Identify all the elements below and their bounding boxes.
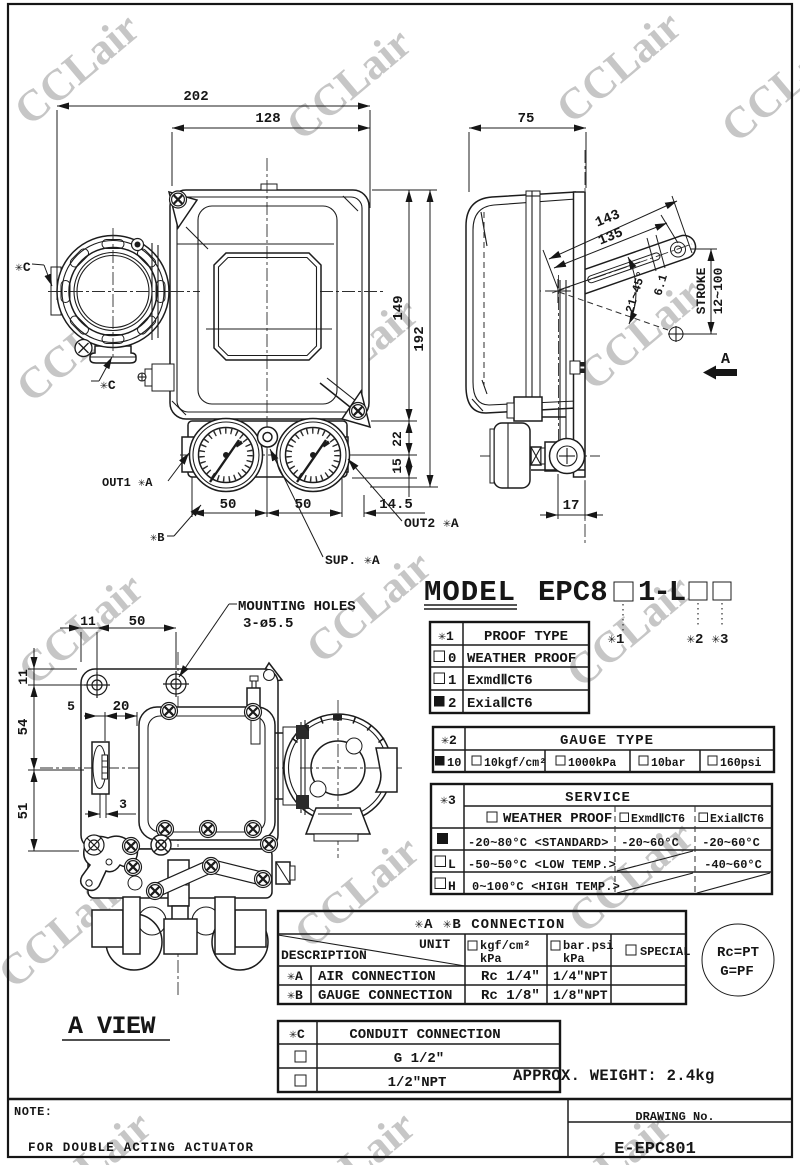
svg-text:GAUGE CONNECTION: GAUGE CONNECTION [318, 988, 452, 1004]
svg-text:-50~50°C <LOW TEMP.>: -50~50°C <LOW TEMP.> [468, 858, 616, 872]
svg-text:✳1: ✳1 [438, 629, 454, 644]
svg-text:✳A: ✳A [287, 969, 303, 984]
svg-text:AIR CONNECTION: AIR CONNECTION [318, 969, 436, 985]
svg-text:6.1: 6.1 [651, 273, 671, 298]
svg-text:✳A ✳B CONNECTION: ✳A ✳B CONNECTION [415, 917, 565, 933]
svg-text:✳3: ✳3 [440, 793, 456, 808]
svg-text:APPROX. WEIGHT: 2.4kg: APPROX. WEIGHT: 2.4kg [513, 1067, 715, 1085]
svg-text:1000kPa: 1000kPa [568, 757, 616, 770]
svg-text:✳B: ✳B [150, 531, 164, 545]
svg-text:PROOF TYPE: PROOF TYPE [484, 629, 568, 645]
svg-text:OUT2 ✳A: OUT2 ✳A [404, 516, 459, 531]
svg-text:160psi: 160psi [720, 757, 762, 770]
svg-text:✳C: ✳C [100, 378, 116, 393]
svg-text:G=PF: G=PF [720, 964, 754, 980]
svg-text:10kgf/cm²: 10kgf/cm² [484, 757, 546, 770]
svg-text:✳C: ✳C [15, 260, 31, 275]
svg-text:-20~60°C: -20~60°C [702, 836, 760, 850]
svg-text:DRAWING No.: DRAWING No. [635, 1110, 714, 1124]
svg-text:✳C: ✳C [289, 1027, 305, 1042]
svg-text:A: A [721, 351, 730, 368]
svg-text:1/8"NPT: 1/8"NPT [553, 988, 608, 1003]
svg-text:EPC8: EPC8 [538, 576, 608, 609]
svg-text:Rc=PT: Rc=PT [717, 945, 759, 961]
svg-text:50: 50 [220, 497, 237, 513]
svg-text:ExmdⅡCT6: ExmdⅡCT6 [631, 812, 685, 826]
svg-text:G 1/2": G 1/2" [394, 1051, 444, 1067]
svg-text:0~100°C <HIGH TEMP.>: 0~100°C <HIGH TEMP.> [472, 880, 620, 894]
svg-text:14.5: 14.5 [379, 497, 413, 513]
svg-text:✳2: ✳2 [687, 632, 704, 648]
svg-text:50: 50 [129, 614, 146, 630]
svg-text:CONDUIT CONNECTION: CONDUIT CONNECTION [349, 1027, 500, 1043]
svg-text:11: 11 [80, 614, 96, 629]
svg-text:15: 15 [390, 458, 405, 474]
svg-text:50: 50 [295, 497, 312, 513]
svg-text:H: H [448, 879, 456, 894]
svg-text:SPECIAL: SPECIAL [640, 945, 690, 959]
svg-text:22: 22 [390, 431, 405, 447]
svg-text:✳3: ✳3 [712, 632, 729, 648]
svg-text:17: 17 [563, 498, 580, 514]
svg-text:11: 11 [16, 669, 31, 685]
svg-text:bar.psi: bar.psi [563, 939, 613, 953]
svg-text:ExiaⅡCT6: ExiaⅡCT6 [467, 696, 533, 712]
svg-text:E-EPC801: E-EPC801 [614, 1140, 696, 1159]
svg-text:L: L [448, 857, 456, 872]
svg-text:10: 10 [447, 756, 461, 770]
svg-text:12~100: 12~100 [711, 267, 726, 314]
svg-text:SUP. ✳A: SUP. ✳A [325, 553, 380, 568]
svg-text:OUT1 ✳A: OUT1 ✳A [102, 476, 153, 490]
svg-text:kgf/cm²: kgf/cm² [480, 939, 530, 953]
svg-text:MOUNTING HOLES: MOUNTING HOLES [238, 599, 356, 615]
svg-text:128: 128 [255, 111, 280, 127]
svg-text:0: 0 [448, 651, 456, 667]
svg-text:Rc 1/8": Rc 1/8" [481, 988, 540, 1004]
svg-text:GAUGE TYPE: GAUGE TYPE [560, 733, 654, 749]
svg-text:3-ø5.5: 3-ø5.5 [243, 616, 293, 632]
svg-text:54: 54 [16, 719, 32, 736]
svg-text:kPa: kPa [480, 952, 502, 966]
svg-text:ExmdⅡCT6: ExmdⅡCT6 [467, 673, 533, 689]
svg-text:MODEL: MODEL [424, 576, 516, 609]
svg-text:75: 75 [518, 111, 535, 127]
svg-text:-20~60°C: -20~60°C [621, 836, 679, 850]
svg-text:✳1: ✳1 [608, 632, 625, 648]
svg-text:Rc 1/4": Rc 1/4" [481, 969, 540, 985]
svg-text:WEATHER PROOF: WEATHER PROOF [467, 651, 576, 667]
svg-text:FOR DOUBLE ACTING ACTUATOR: FOR DOUBLE ACTING ACTUATOR [28, 1141, 254, 1155]
svg-text:2: 2 [448, 696, 456, 712]
svg-text:NOTE:: NOTE: [14, 1105, 53, 1119]
svg-text:1: 1 [448, 673, 456, 689]
svg-text:✳2: ✳2 [441, 733, 457, 748]
svg-text:3: 3 [119, 797, 127, 812]
svg-text:-40~60°C: -40~60°C [704, 858, 762, 872]
svg-text:1/2"NPT: 1/2"NPT [388, 1075, 447, 1091]
svg-text:A VIEW: A VIEW [68, 1012, 156, 1041]
svg-text:149: 149 [391, 295, 407, 320]
svg-text:ExiaⅡCT6: ExiaⅡCT6 [710, 812, 764, 826]
svg-text:1-L: 1-L [638, 576, 685, 609]
svg-text:SERVICE: SERVICE [565, 790, 631, 806]
svg-text:UNIT: UNIT [419, 937, 450, 952]
svg-text:✳B: ✳B [287, 988, 303, 1003]
svg-text:1/4"NPT: 1/4"NPT [553, 969, 608, 984]
svg-text:10bar: 10bar [651, 757, 686, 770]
svg-text:DESCRIPTION: DESCRIPTION [281, 948, 367, 963]
svg-text:-20~80°C <STANDARD>: -20~80°C <STANDARD> [468, 836, 609, 850]
svg-text:kPa: kPa [563, 952, 585, 966]
svg-text:20: 20 [113, 699, 130, 715]
svg-text:202: 202 [183, 89, 208, 105]
svg-text:192: 192 [412, 326, 428, 351]
svg-text:STROKE: STROKE [694, 267, 709, 314]
svg-text:WEATHER PROOF: WEATHER PROOF [503, 811, 612, 827]
svg-text:51: 51 [16, 803, 32, 820]
svg-text:5: 5 [67, 699, 75, 714]
